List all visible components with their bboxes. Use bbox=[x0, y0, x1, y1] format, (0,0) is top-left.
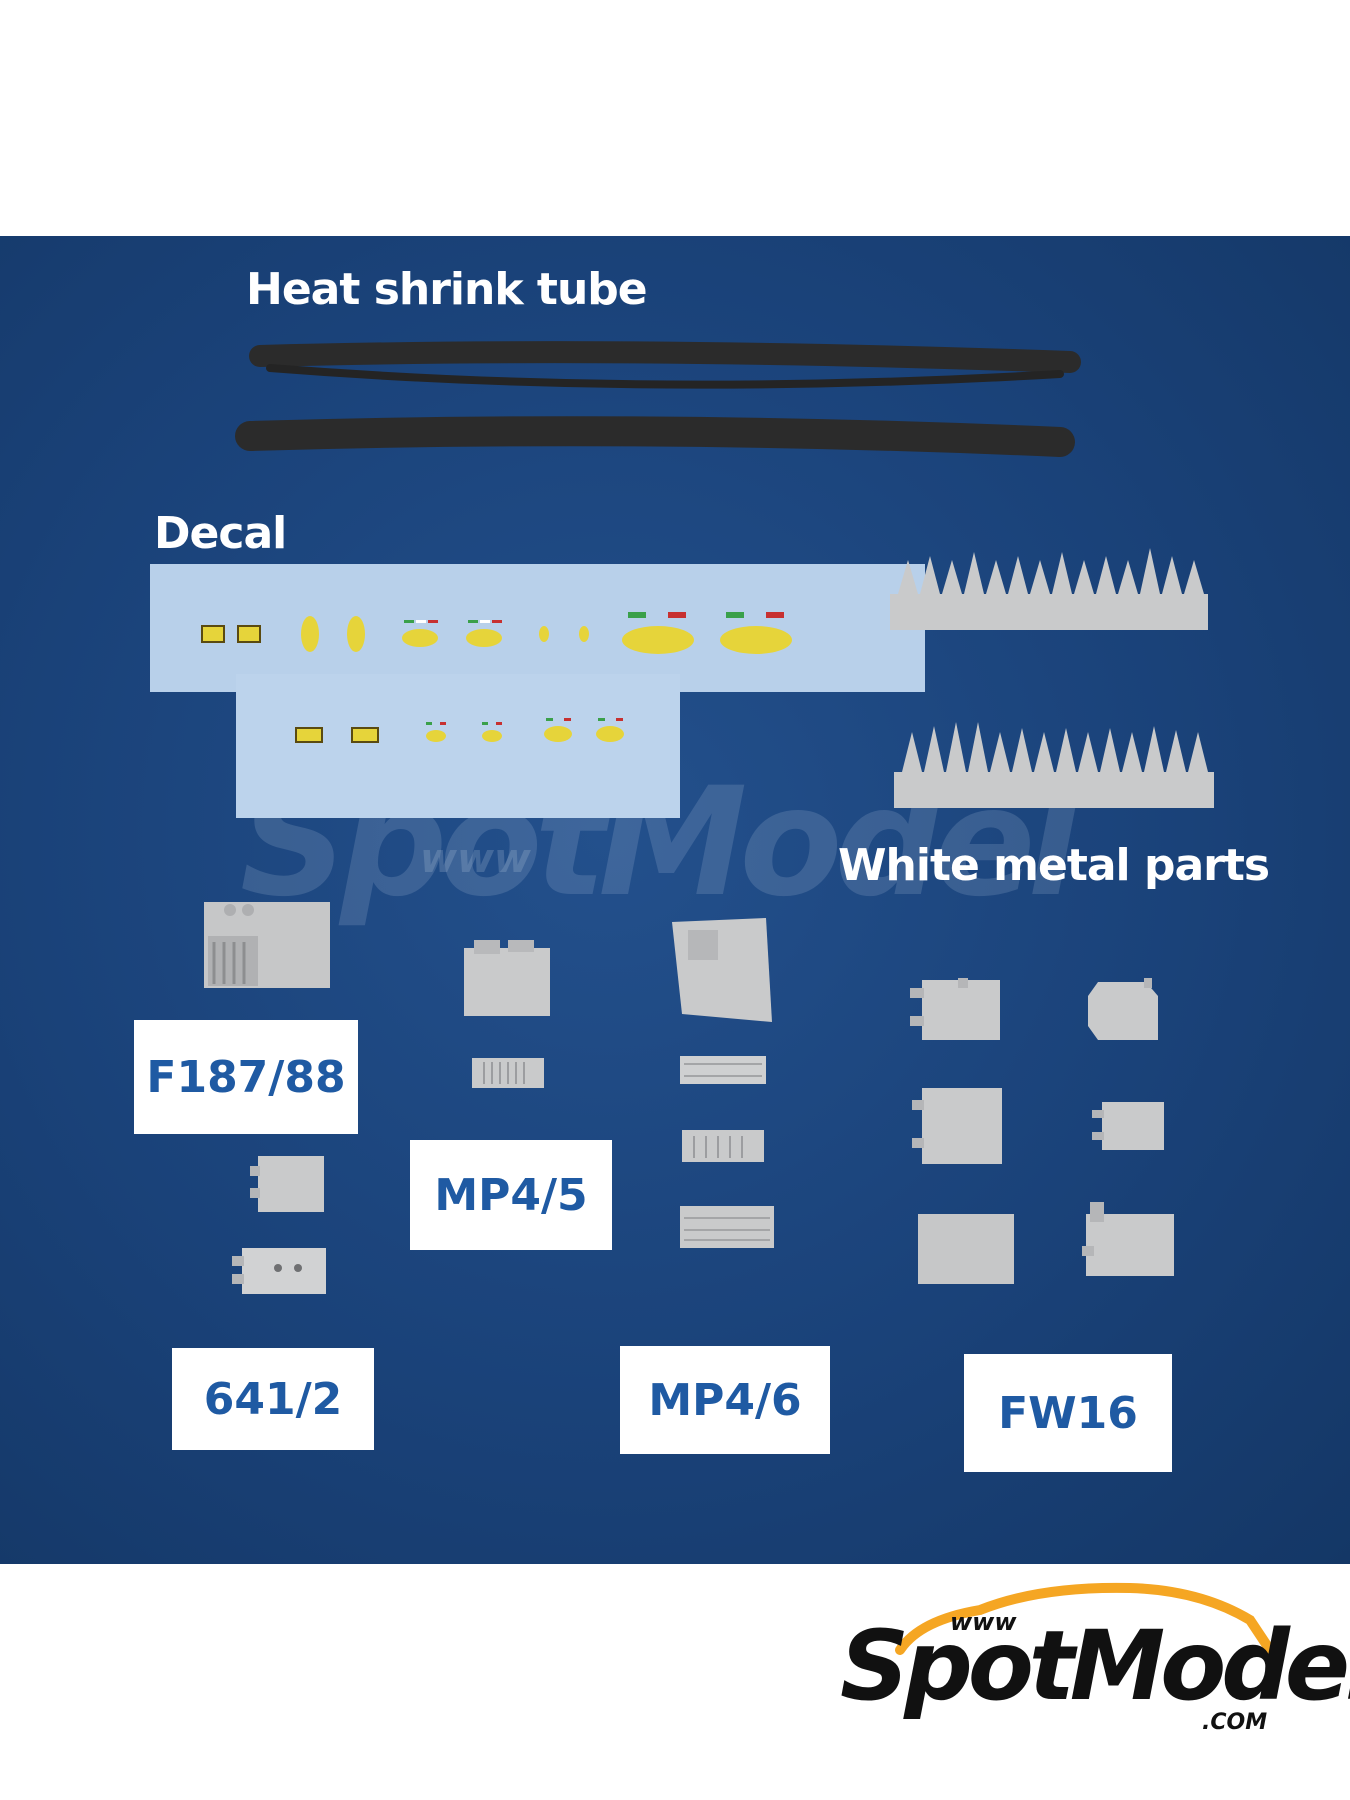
heading-decal: Decal bbox=[154, 508, 287, 559]
heading-white-metal-parts: White metal parts bbox=[838, 840, 1270, 891]
logo-com: .COM bbox=[1202, 1710, 1268, 1735]
fw16-part-4 bbox=[1092, 1102, 1164, 1150]
fw16-part-1 bbox=[910, 978, 1000, 1040]
logo-www: www bbox=[950, 1608, 1017, 1636]
label-mp4-6: MP4/6 bbox=[620, 1346, 830, 1454]
mp46-part-b bbox=[682, 1130, 764, 1162]
decal-markings bbox=[201, 612, 792, 743]
logo-car-swoosh-icon bbox=[895, 1582, 1275, 1655]
p641-part-bottom bbox=[232, 1248, 326, 1294]
fw16-part-6 bbox=[1082, 1202, 1174, 1276]
f187-part bbox=[204, 902, 330, 988]
white-metal-sprue-bottom bbox=[894, 722, 1214, 808]
mp46-part-top bbox=[672, 918, 772, 1022]
fw16-part-3 bbox=[912, 1088, 1002, 1164]
p641-part-top bbox=[250, 1156, 324, 1212]
fw16-part-2 bbox=[1088, 978, 1158, 1040]
heading-heat-shrink-tube: Heat shrink tube bbox=[246, 264, 648, 315]
decal-sheet-top bbox=[150, 564, 925, 692]
label-fw16: FW16 bbox=[964, 1354, 1172, 1472]
watermark-www: www bbox=[420, 836, 531, 882]
white-metal-sprue-top bbox=[890, 548, 1208, 630]
label-f187-88: F187/88 bbox=[134, 1020, 358, 1134]
label-641-2: 641/2 bbox=[172, 1348, 374, 1450]
fw16-part-5 bbox=[918, 1214, 1014, 1284]
mp45-part-bottom bbox=[472, 1058, 544, 1088]
mp45-part-top bbox=[464, 940, 550, 1016]
spotmodel-logo: www SpotModel .COM bbox=[830, 1580, 1350, 1750]
decal-sheet-bottom bbox=[236, 674, 680, 818]
heat-shrink-tubes bbox=[235, 341, 1081, 457]
logo-wordmark: SpotModel bbox=[840, 1610, 1350, 1722]
mp46-part-c bbox=[680, 1206, 774, 1248]
product-photo: www SpotModel Heat shrink tube Decal bbox=[0, 236, 1350, 1564]
label-mp4-5: MP4/5 bbox=[410, 1140, 612, 1250]
mp46-part-a bbox=[680, 1056, 766, 1084]
